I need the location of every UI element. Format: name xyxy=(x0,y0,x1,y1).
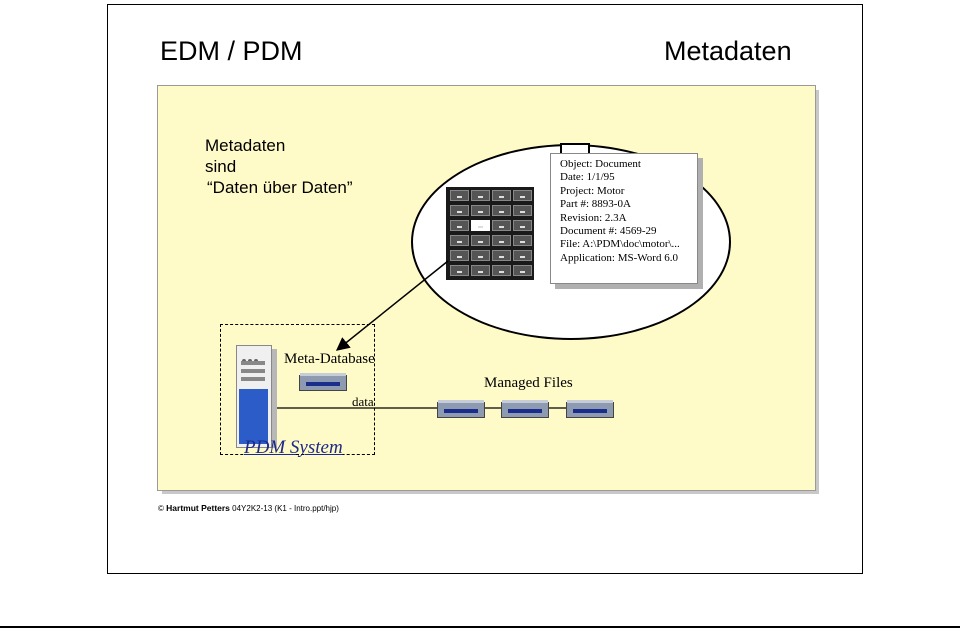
cabinet-drawer xyxy=(471,220,490,231)
pdm-system-label: PDM System xyxy=(244,437,343,458)
card-line: Document #: 4569-29 xyxy=(560,225,657,238)
managed-files-label: Managed Files xyxy=(484,375,573,391)
card-line: Object: Document xyxy=(560,158,641,170)
cabinet-drawer xyxy=(471,235,490,246)
card-tab xyxy=(560,143,590,153)
page-title: EDM / PDM xyxy=(160,36,303,66)
cabinet-drawer xyxy=(492,235,511,246)
cabinet-drawer xyxy=(513,250,532,261)
intro-line-3: Daten über Daten xyxy=(212,178,347,197)
arrow-to-meta-database xyxy=(335,260,449,351)
card-line: Project: Motor xyxy=(560,184,625,197)
cabinet-drawer xyxy=(471,205,490,216)
disk-drive-icon xyxy=(299,373,347,391)
card-line: File: A:\PDM\doc\motor\... xyxy=(560,238,680,251)
intro-line-2: sind xyxy=(205,157,237,176)
cabinet-drawer xyxy=(450,265,469,276)
cabinet-drawer xyxy=(513,265,532,276)
cabinet-drawer xyxy=(492,220,511,231)
cabinet-drawer xyxy=(513,220,532,231)
bottom-rule xyxy=(0,626,960,628)
intro-line-1: Metadaten xyxy=(205,136,286,155)
cabinet-drawer xyxy=(450,235,469,246)
copyright-symbol: © xyxy=(158,504,164,513)
intro-line-3-wrap: “Daten über Daten” xyxy=(207,178,353,197)
data-label: data xyxy=(352,394,374,409)
cabinet-drawer xyxy=(513,190,532,201)
cabinet-drawer xyxy=(471,265,490,276)
cabinet-drawer xyxy=(450,190,469,201)
card-line: Application: MS-Word 6.0 xyxy=(560,251,678,264)
footer-ref: 04Y2K2-13 (K1 - Intro.ppt/hjp) xyxy=(232,504,339,513)
cabinet-drawer xyxy=(513,235,532,246)
pdm-system-box xyxy=(220,324,375,455)
intro-text: Metadaten sind “Daten über Daten” xyxy=(205,135,353,198)
meta-database-label: Meta-Database xyxy=(284,351,375,367)
cabinet-drawer xyxy=(492,250,511,261)
cabinet-drawer xyxy=(450,220,469,231)
disk-drive-icon xyxy=(566,400,614,418)
section-title: Metadaten xyxy=(664,36,792,66)
cabinet-drawer xyxy=(450,205,469,216)
footer-author: Hartmut Petters xyxy=(166,503,230,513)
cabinet-drawer xyxy=(513,205,532,216)
filing-cabinet-icon xyxy=(446,187,534,280)
cabinet-drawer xyxy=(492,190,511,201)
server-tower-icon xyxy=(236,345,277,448)
cabinet-drawer xyxy=(450,250,469,261)
card-line: Revision: 2.3A xyxy=(560,211,627,224)
disk-drive-icon xyxy=(437,400,485,418)
cabinet-drawer xyxy=(492,205,511,216)
card-line: Date: 1/1/95 xyxy=(560,171,615,184)
footer: © Hartmut Petters 04Y2K2-13 (K1 - Intro.… xyxy=(158,503,339,513)
card-line: Part #: 8893-0A xyxy=(560,198,631,211)
metadata-card: Object: Document Date: 1/1/95 Project: M… xyxy=(550,153,698,284)
disk-drive-icon xyxy=(501,400,549,418)
cabinet-drawer xyxy=(471,250,490,261)
cabinet-drawer xyxy=(471,190,490,201)
cabinet-drawer xyxy=(492,265,511,276)
